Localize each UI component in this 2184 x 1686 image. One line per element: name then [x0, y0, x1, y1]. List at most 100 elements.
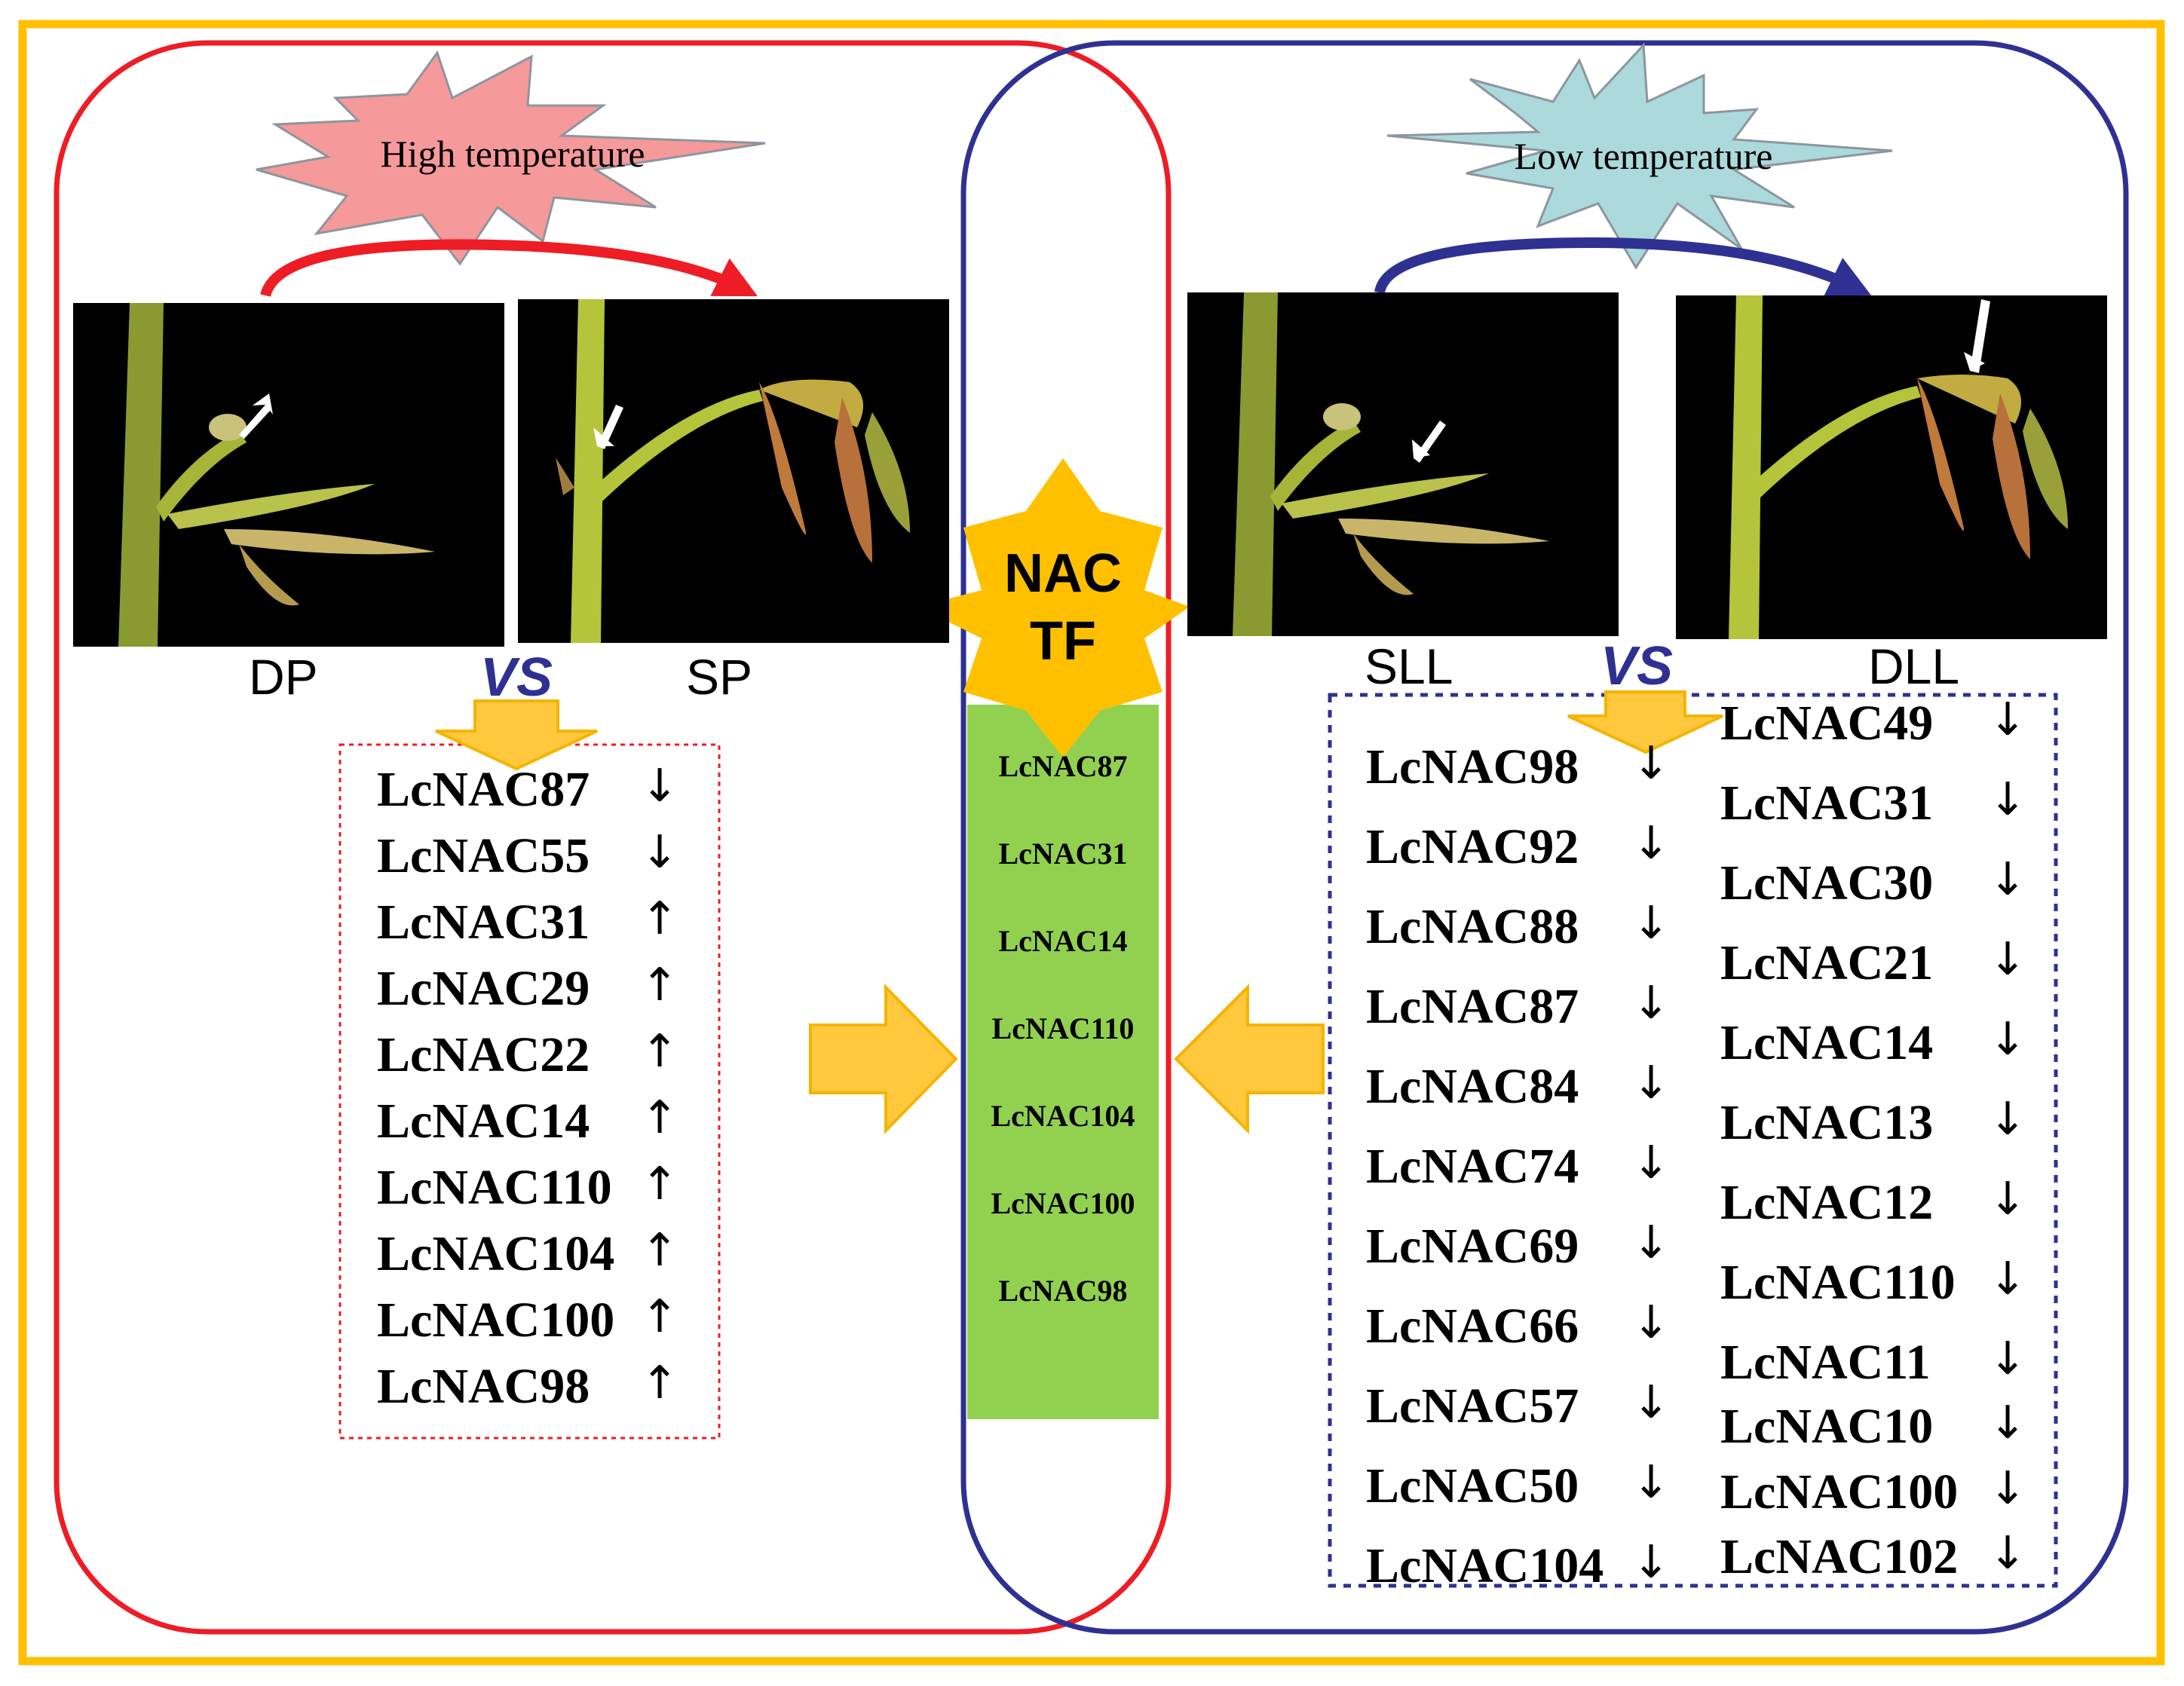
gene-name: LcNAC66: [1366, 1299, 1579, 1354]
gene-name: LcNAC88: [1366, 899, 1579, 954]
label-dll: DLL: [1868, 638, 1960, 694]
down-regulated-arrow: ↓: [1989, 933, 2027, 986]
gene-name: LcNAC69: [1366, 1219, 1579, 1274]
gene-name: LcNAC104: [377, 1226, 615, 1281]
photo-sll-shoot: [1187, 292, 1619, 636]
heat-stress-outline: [54, 40, 1172, 1635]
down-regulated-arrow: ↓: [1632, 1456, 1671, 1509]
shared-gene: LcNAC98: [998, 1274, 1128, 1308]
down-regulated-arrow: ↓: [641, 760, 679, 812]
gene-name: LcNAC92: [1366, 819, 1579, 874]
gene-name: LcNAC22: [377, 1027, 590, 1082]
down-regulated-arrow: ↓: [1632, 737, 1671, 790]
up-regulated-arrow: ↑: [641, 892, 679, 945]
down-regulated-arrow: ↓: [1989, 773, 2027, 826]
down-regulated-arrow: ↓: [1632, 1376, 1671, 1429]
shared-gene: LcNAC104: [991, 1099, 1135, 1133]
cold-gene-box: [1328, 693, 2058, 1588]
photo-sp-shoot: [518, 299, 949, 643]
gene-name: LcNAC49: [1720, 696, 1934, 751]
gene-name: LcNAC102: [1720, 1529, 1959, 1584]
up-regulated-arrow: ↑: [641, 1158, 679, 1210]
down-regulated-arrow: ↓: [1989, 1173, 2027, 1225]
down-regulated-arrow: ↓: [1632, 1536, 1671, 1589]
shared-gene: LcNAC31: [998, 837, 1128, 871]
cold-transition-arrow: [1374, 237, 1872, 296]
gene-name: LcNAC100: [377, 1293, 615, 1348]
heat-vs-label: VS: [480, 647, 553, 708]
nac-tf-line1: NAC: [1004, 543, 1122, 604]
low-temperature-label: Low temperature: [1514, 135, 1773, 177]
shared-gene: LcNAC100: [991, 1186, 1135, 1220]
gene-name: LcNAC50: [1366, 1458, 1579, 1513]
gene-name: LcNAC11: [1720, 1335, 1931, 1390]
up-regulated-arrow: ↑: [641, 1091, 679, 1144]
shared-gene: LcNAC110: [991, 1011, 1135, 1045]
down-regulated-arrow: ↓: [1632, 1296, 1671, 1349]
nac-tf-line2: TF: [1030, 611, 1096, 672]
gene-name: LcNAC57: [1366, 1378, 1579, 1434]
cold-stress-outline: [960, 40, 2129, 1635]
gene-name: LcNAC74: [1366, 1139, 1579, 1194]
gene-name: LcNAC14: [377, 1094, 590, 1149]
down-regulated-arrow: ↓: [1989, 693, 2027, 746]
down-regulated-arrow: ↓: [1989, 1093, 2027, 1146]
down-regulated-arrow: ↓: [1989, 1397, 2027, 1449]
up-regulated-arrow: ↑: [641, 1025, 679, 1078]
shared-genes-box: [967, 705, 1159, 1419]
gene-name: LcNAC30: [1720, 855, 1934, 910]
photo-dll-shoot: [1676, 295, 2107, 639]
down-regulated-arrow: ↓: [1632, 817, 1671, 870]
gene-name: LcNAC13: [1720, 1095, 1934, 1150]
up-regulated-arrow: ↑: [641, 959, 679, 1011]
down-regulated-arrow: ↓: [641, 826, 679, 879]
label-sll: SLL: [1365, 638, 1453, 694]
heat-down-block-arrow: [435, 699, 598, 771]
cold-to-center-block-arrow: [1174, 984, 1325, 1134]
gene-name: LcNAC110: [1720, 1255, 1956, 1310]
cold-vs-label: VS: [1600, 636, 1674, 696]
label-dp: DP: [249, 649, 318, 705]
gene-name: LcNAC21: [1720, 935, 1934, 990]
down-regulated-arrow: ↓: [1989, 1527, 2027, 1580]
gene-name: LcNAC29: [377, 961, 590, 1016]
gene-name: LcNAC31: [1720, 776, 1934, 831]
down-regulated-arrow: ↓: [1989, 1462, 2027, 1515]
cold-down-block-arrow: [1567, 690, 1723, 754]
down-regulated-arrow: ↓: [1989, 1253, 2027, 1305]
gene-name: LcNAC104: [1366, 1538, 1604, 1593]
down-regulated-arrow: ↓: [1632, 1137, 1671, 1189]
gene-name: LcNAC110: [377, 1160, 612, 1215]
down-regulated-arrow: ↓: [1632, 1216, 1671, 1269]
up-regulated-arrow: ↑: [641, 1290, 679, 1343]
down-regulated-arrow: ↓: [1632, 897, 1671, 950]
gene-name: LcNAC12: [1720, 1175, 1934, 1230]
down-regulated-arrow: ↓: [1989, 853, 2027, 906]
label-sp: SP: [686, 649, 753, 705]
gene-name: LcNAC87: [1366, 979, 1579, 1034]
nac-tf-star: [918, 458, 1190, 757]
gene-name: LcNAC100: [1720, 1464, 1959, 1519]
gene-name: LcNAC87: [377, 762, 590, 817]
high-temperature-burst: [256, 50, 766, 266]
heat-gene-box: [338, 743, 721, 1440]
shared-gene: LcNAC14: [998, 924, 1128, 958]
outer-frame: [18, 20, 2165, 1666]
high-temperature-label: High temperature: [380, 133, 645, 175]
photo-dp-shoot: [73, 303, 504, 647]
gene-name: LcNAC14: [1720, 1015, 1934, 1070]
gene-name: LcNAC98: [377, 1359, 590, 1414]
gene-name: LcNAC98: [1366, 739, 1579, 794]
gene-name: LcNAC31: [377, 895, 590, 950]
down-regulated-arrow: ↓: [1632, 977, 1671, 1030]
down-regulated-arrow: ↓: [1989, 1013, 2027, 1066]
heat-transition-arrow: [260, 239, 758, 298]
heat-to-center-block-arrow: [809, 984, 958, 1134]
up-regulated-arrow: ↑: [641, 1357, 679, 1409]
up-regulated-arrow: ↑: [641, 1224, 679, 1277]
gene-name: LcNAC84: [1366, 1059, 1579, 1114]
down-regulated-arrow: ↓: [1989, 1333, 2027, 1385]
low-temperature-burst: [1386, 42, 1893, 270]
